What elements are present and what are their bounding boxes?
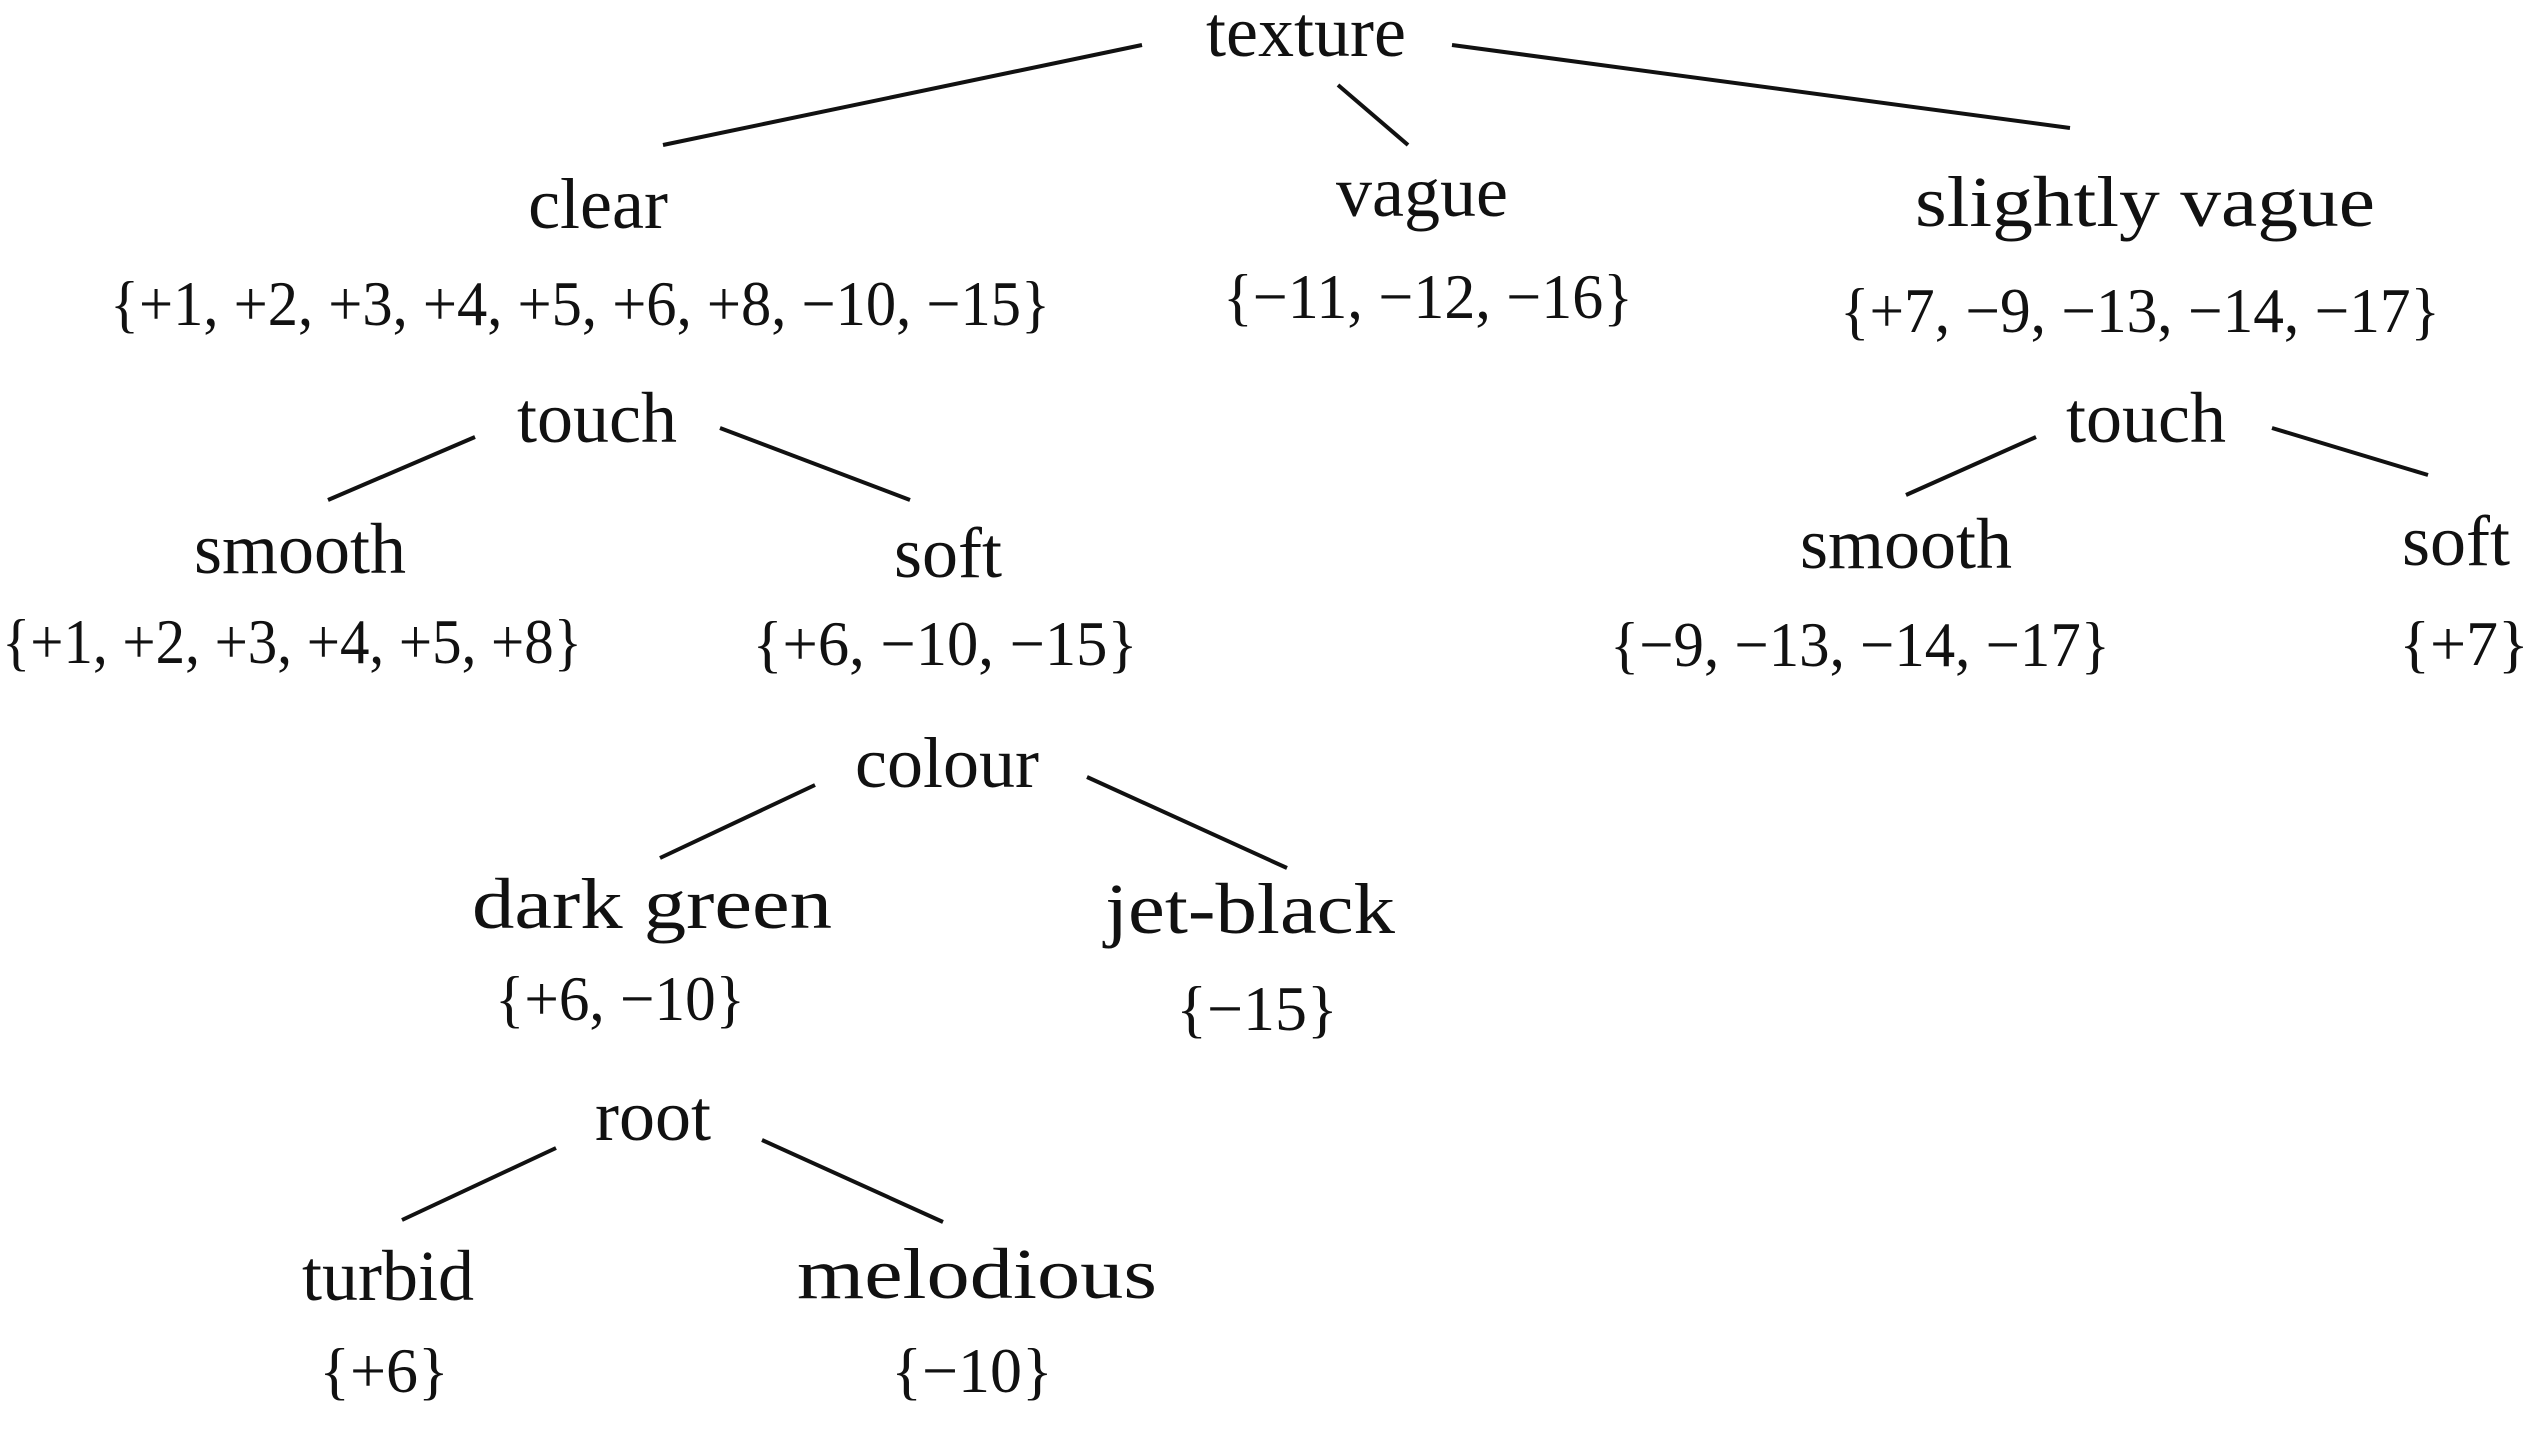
- node-slightly-vague: slightly vague: [1915, 162, 2375, 242]
- node-root: root: [595, 1076, 711, 1156]
- edge-touch-smooth-left: [327, 435, 476, 502]
- node-touch-left: touch: [517, 378, 677, 458]
- edge-texture-vague: [1336, 83, 1410, 147]
- set-soft-left: {+6, −10, −15}: [753, 608, 1138, 679]
- node-soft-left: soft: [894, 513, 1002, 593]
- node-jet-black: jet-black: [1102, 869, 1395, 949]
- edge-touch-soft-right: [2271, 426, 2429, 477]
- edge-root-melodious: [761, 1138, 944, 1224]
- set-jet-black: {−15}: [1176, 973, 1338, 1044]
- node-soft-right: soft: [2402, 501, 2510, 581]
- set-dark-green: {+6, −10}: [495, 963, 745, 1034]
- edge-colour-dark-green: [659, 783, 816, 860]
- node-clear: clear: [528, 164, 668, 244]
- set-smooth-right: {−9, −13, −14, −17}: [1610, 609, 2110, 680]
- edge-root-turbid: [401, 1146, 557, 1222]
- set-melodious: {−10}: [891, 1335, 1053, 1406]
- node-touch-right: touch: [2066, 378, 2226, 458]
- node-vague: vague: [1336, 152, 1508, 232]
- node-melodious: melodious: [797, 1234, 1157, 1314]
- set-turbid: {+6}: [319, 1335, 449, 1406]
- edge-touch-smooth-right: [1905, 435, 2037, 497]
- node-colour: colour: [855, 723, 1039, 803]
- set-slightly-vague: {+7, −9, −13, −14, −17}: [1840, 275, 2440, 346]
- set-vague: {−11, −12, −16}: [1223, 261, 1633, 332]
- node-smooth-right: smooth: [1800, 504, 2012, 584]
- node-dark-green: dark green: [472, 864, 832, 944]
- set-clear: {+1, +2, +3, +4, +5, +6, +8, −10, −15}: [110, 268, 1050, 339]
- edge-texture-clear: [662, 43, 1143, 147]
- node-texture: texture: [1206, 0, 1406, 72]
- edge-touch-soft-left: [719, 426, 911, 502]
- node-smooth-left: smooth: [194, 509, 406, 589]
- node-turbid: turbid: [302, 1236, 474, 1316]
- edge-colour-jet-black: [1086, 775, 1288, 870]
- set-soft-right: {+7}: [2399, 608, 2529, 679]
- set-smooth-left: {+1, +2, +3, +4, +5, +8}: [2, 606, 582, 677]
- edge-texture-slightly-vague: [1451, 43, 2071, 130]
